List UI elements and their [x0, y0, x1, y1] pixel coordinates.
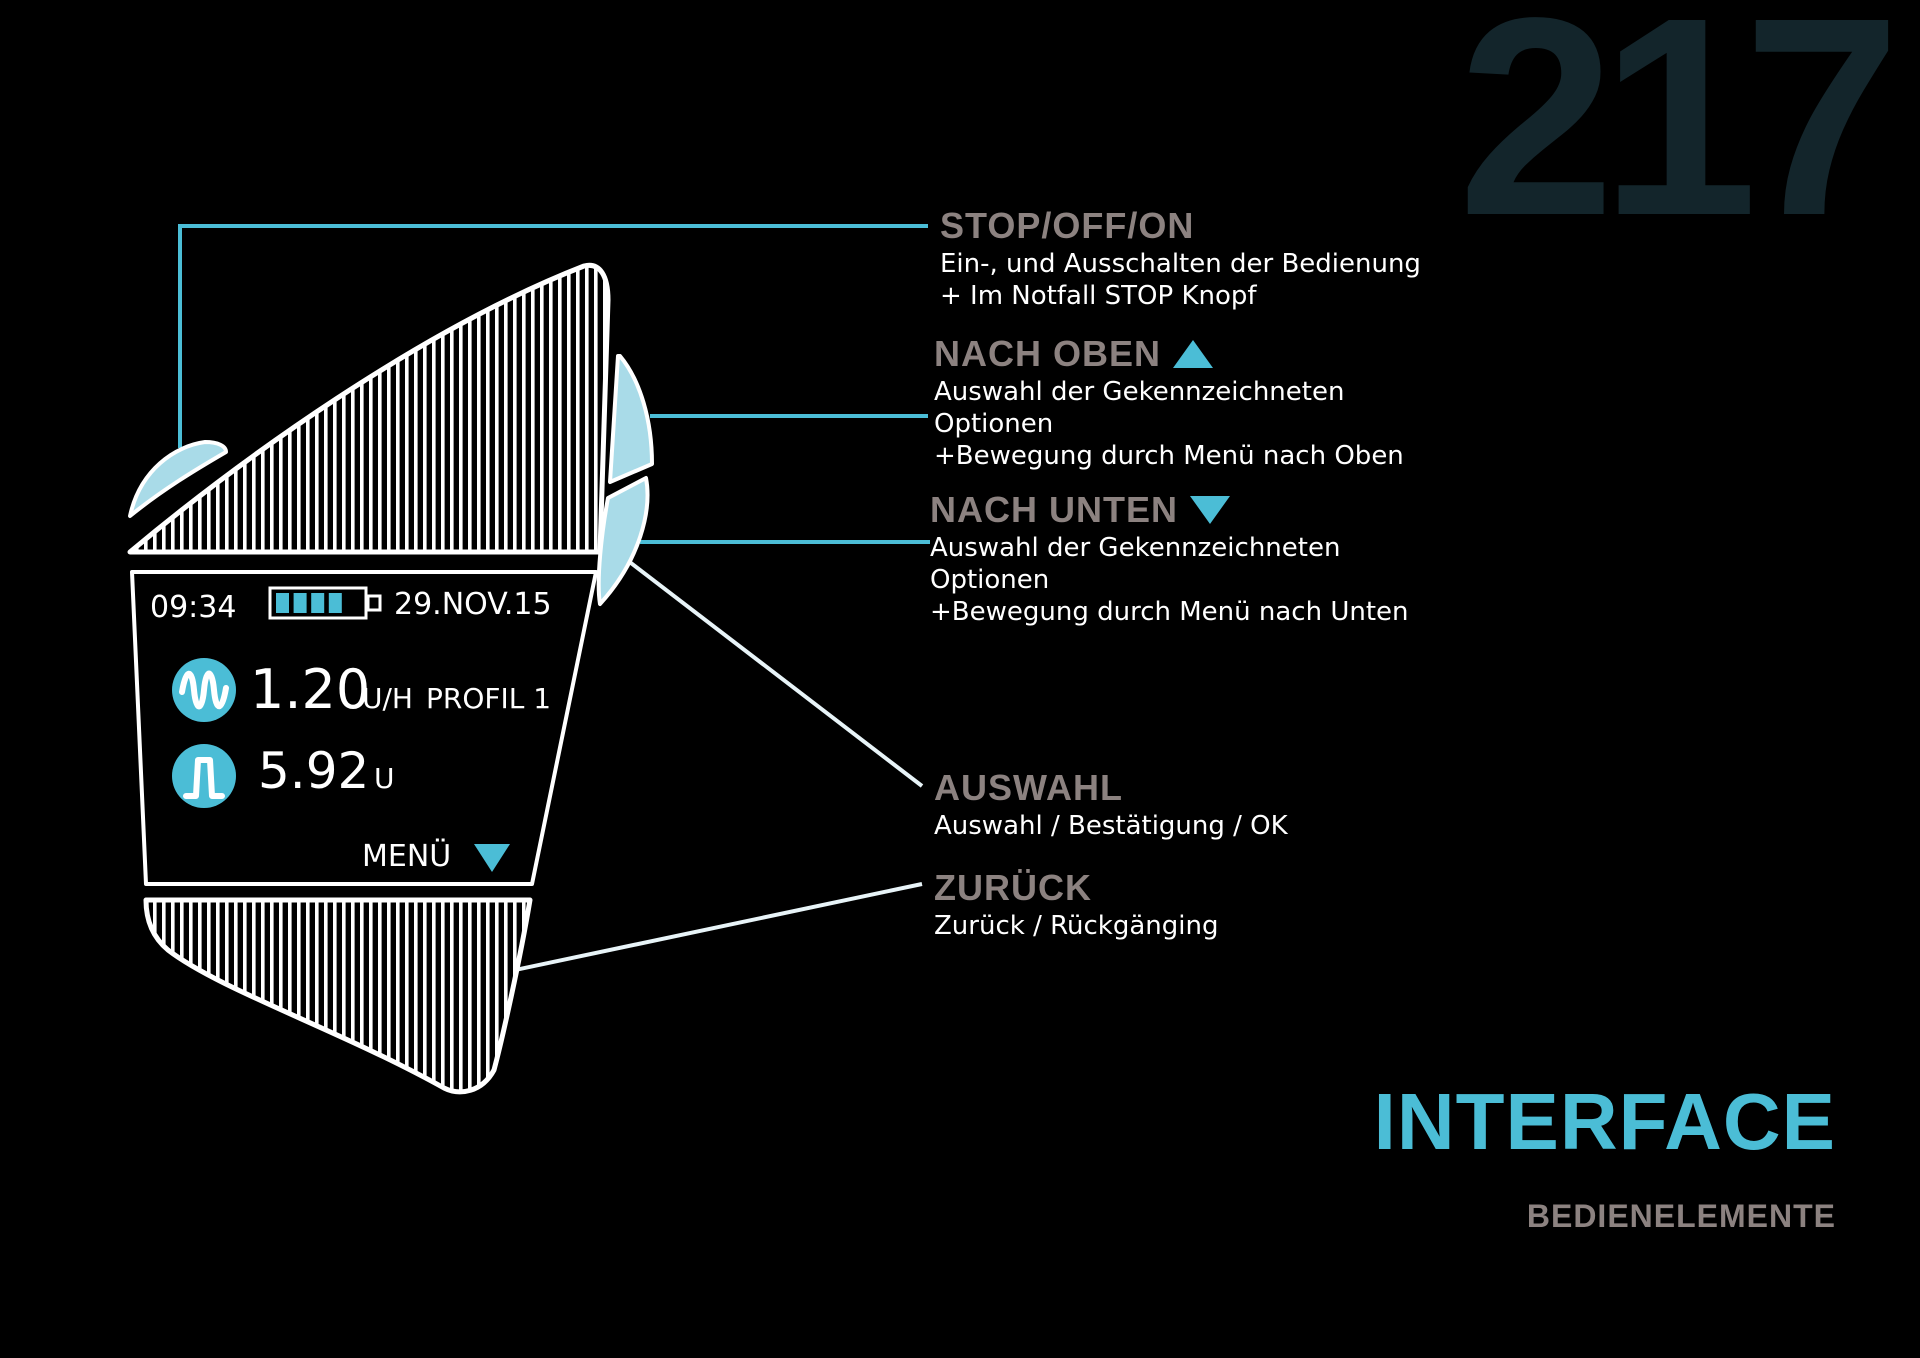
page-number: 217	[1458, 0, 1900, 274]
callout-title: NACH OBEN	[934, 334, 1404, 374]
down-arrow-icon	[1190, 496, 1230, 524]
callout-nach-oben: NACH OBEN Auswahl der Gekennzeichneten O…	[934, 334, 1404, 472]
device-date: 29.NOV.15	[394, 587, 552, 622]
wave-icon	[172, 658, 236, 722]
callout-description: Auswahl / Bestätigung / OK	[934, 811, 1288, 841]
leader-line-stop	[178, 224, 928, 448]
battery-outline	[268, 586, 368, 620]
battery-cell	[276, 593, 289, 613]
down-button[interactable]	[596, 476, 650, 606]
callout-description: Ein-, und Ausschalten der Bedienung + Im…	[940, 249, 1421, 311]
callout-description: Auswahl der Gekennzeichneten Optionen +B…	[934, 377, 1404, 471]
page-subtitle: BEDIENELEMENTE	[1526, 1198, 1836, 1234]
battery-cell	[328, 593, 342, 613]
bolus-value: 5.92	[258, 742, 369, 800]
basal-rate-unit: U/H	[362, 682, 413, 715]
callout-nach-unten: NACH UNTEN Auswahl der Gekennzeichneten …	[930, 490, 1409, 628]
callout-zurueck: ZURÜCK Zurück / Rückgänging	[934, 868, 1218, 942]
battery-cell	[293, 593, 307, 613]
menu-down-arrow-icon[interactable]	[474, 844, 510, 872]
up-button[interactable]	[608, 354, 654, 484]
battery-cap	[366, 594, 382, 612]
battery-indicator	[268, 586, 382, 620]
callout-title: ZURÜCK	[934, 867, 1092, 908]
bolus-unit: U	[374, 762, 395, 795]
callout-title: AUSWAHL	[934, 767, 1123, 808]
profile-label: PROFIL 1	[426, 682, 551, 715]
callout-description: Zurück / Rückgänging	[934, 911, 1219, 941]
device-screen-frame	[130, 570, 598, 886]
up-arrow-icon	[1173, 340, 1214, 368]
back-button[interactable]	[143, 897, 533, 1095]
callout-description: Auswahl der Gekennzeichneten Optionen +B…	[930, 533, 1409, 627]
callout-stop-off-on: STOP/OFF/ON Ein-, und Ausschalten der Be…	[940, 206, 1421, 312]
menu-label[interactable]: MENÜ	[362, 838, 451, 874]
battery-cell	[311, 593, 325, 613]
callout-title: STOP/OFF/ON	[940, 205, 1195, 246]
stop-off-on-button[interactable]	[128, 440, 228, 518]
basal-rate-value: 1.20	[250, 658, 370, 721]
device-top-body	[127, 262, 611, 555]
pulse-icon	[172, 744, 236, 808]
battery-cells	[276, 593, 342, 613]
callout-auswahl: AUSWAHL Auswahl / Bestätigung / OK	[934, 768, 1288, 842]
callout-title: NACH UNTEN	[930, 490, 1409, 530]
page-title: INTERFACE	[1373, 1077, 1836, 1166]
device-time: 09:34	[150, 590, 236, 625]
